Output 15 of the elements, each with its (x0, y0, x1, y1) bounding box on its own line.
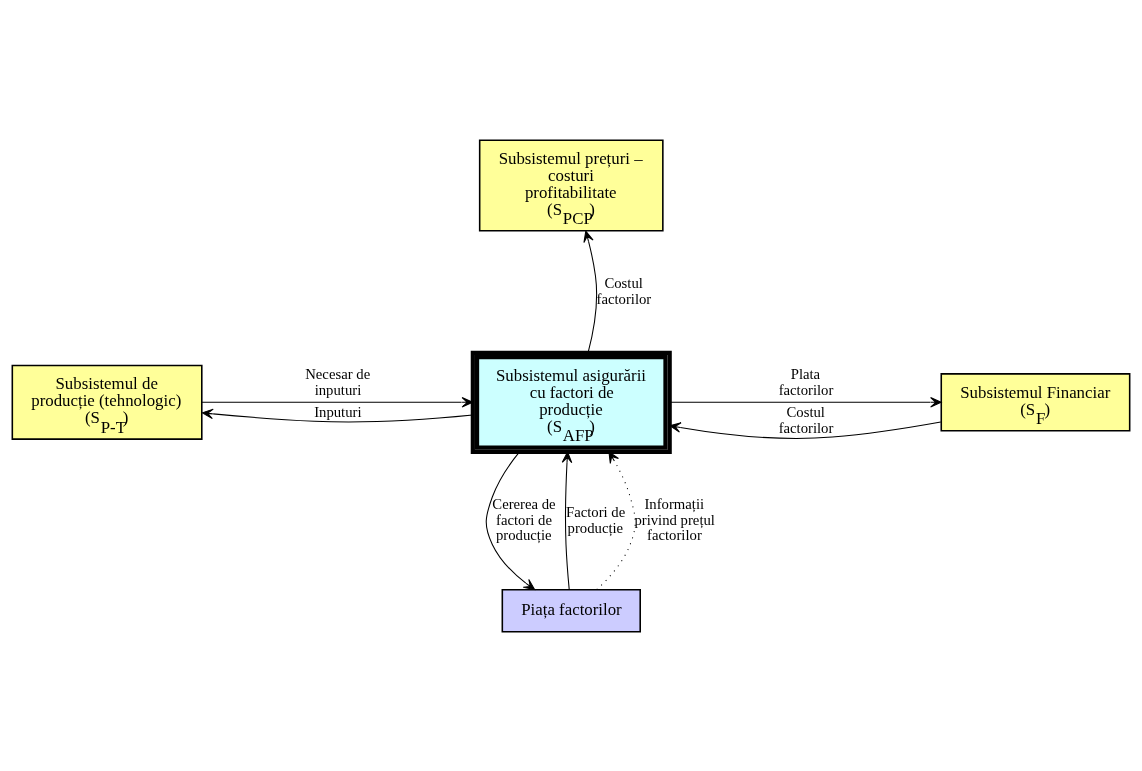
arrow (201, 396, 474, 408)
edge-label: Costul factorilor (596, 274, 652, 307)
edge-label: Factori de producție (566, 503, 626, 536)
edge-label: Necesar de inputuri (305, 365, 371, 398)
edge-label: Costul factorilor (778, 403, 834, 436)
arrow (669, 396, 942, 408)
arrow (583, 230, 598, 353)
edge-label: Cererea de factori de producție (492, 495, 556, 543)
arrow (201, 408, 474, 422)
node-box: Piața factorilor (501, 588, 641, 633)
arrow (485, 451, 536, 590)
edge-label: Informații privind prețul factorilor (634, 495, 715, 543)
edge-label: Plata factorilor (778, 365, 834, 398)
arrow (669, 420, 942, 439)
edge-label: Inputuri (314, 403, 362, 420)
